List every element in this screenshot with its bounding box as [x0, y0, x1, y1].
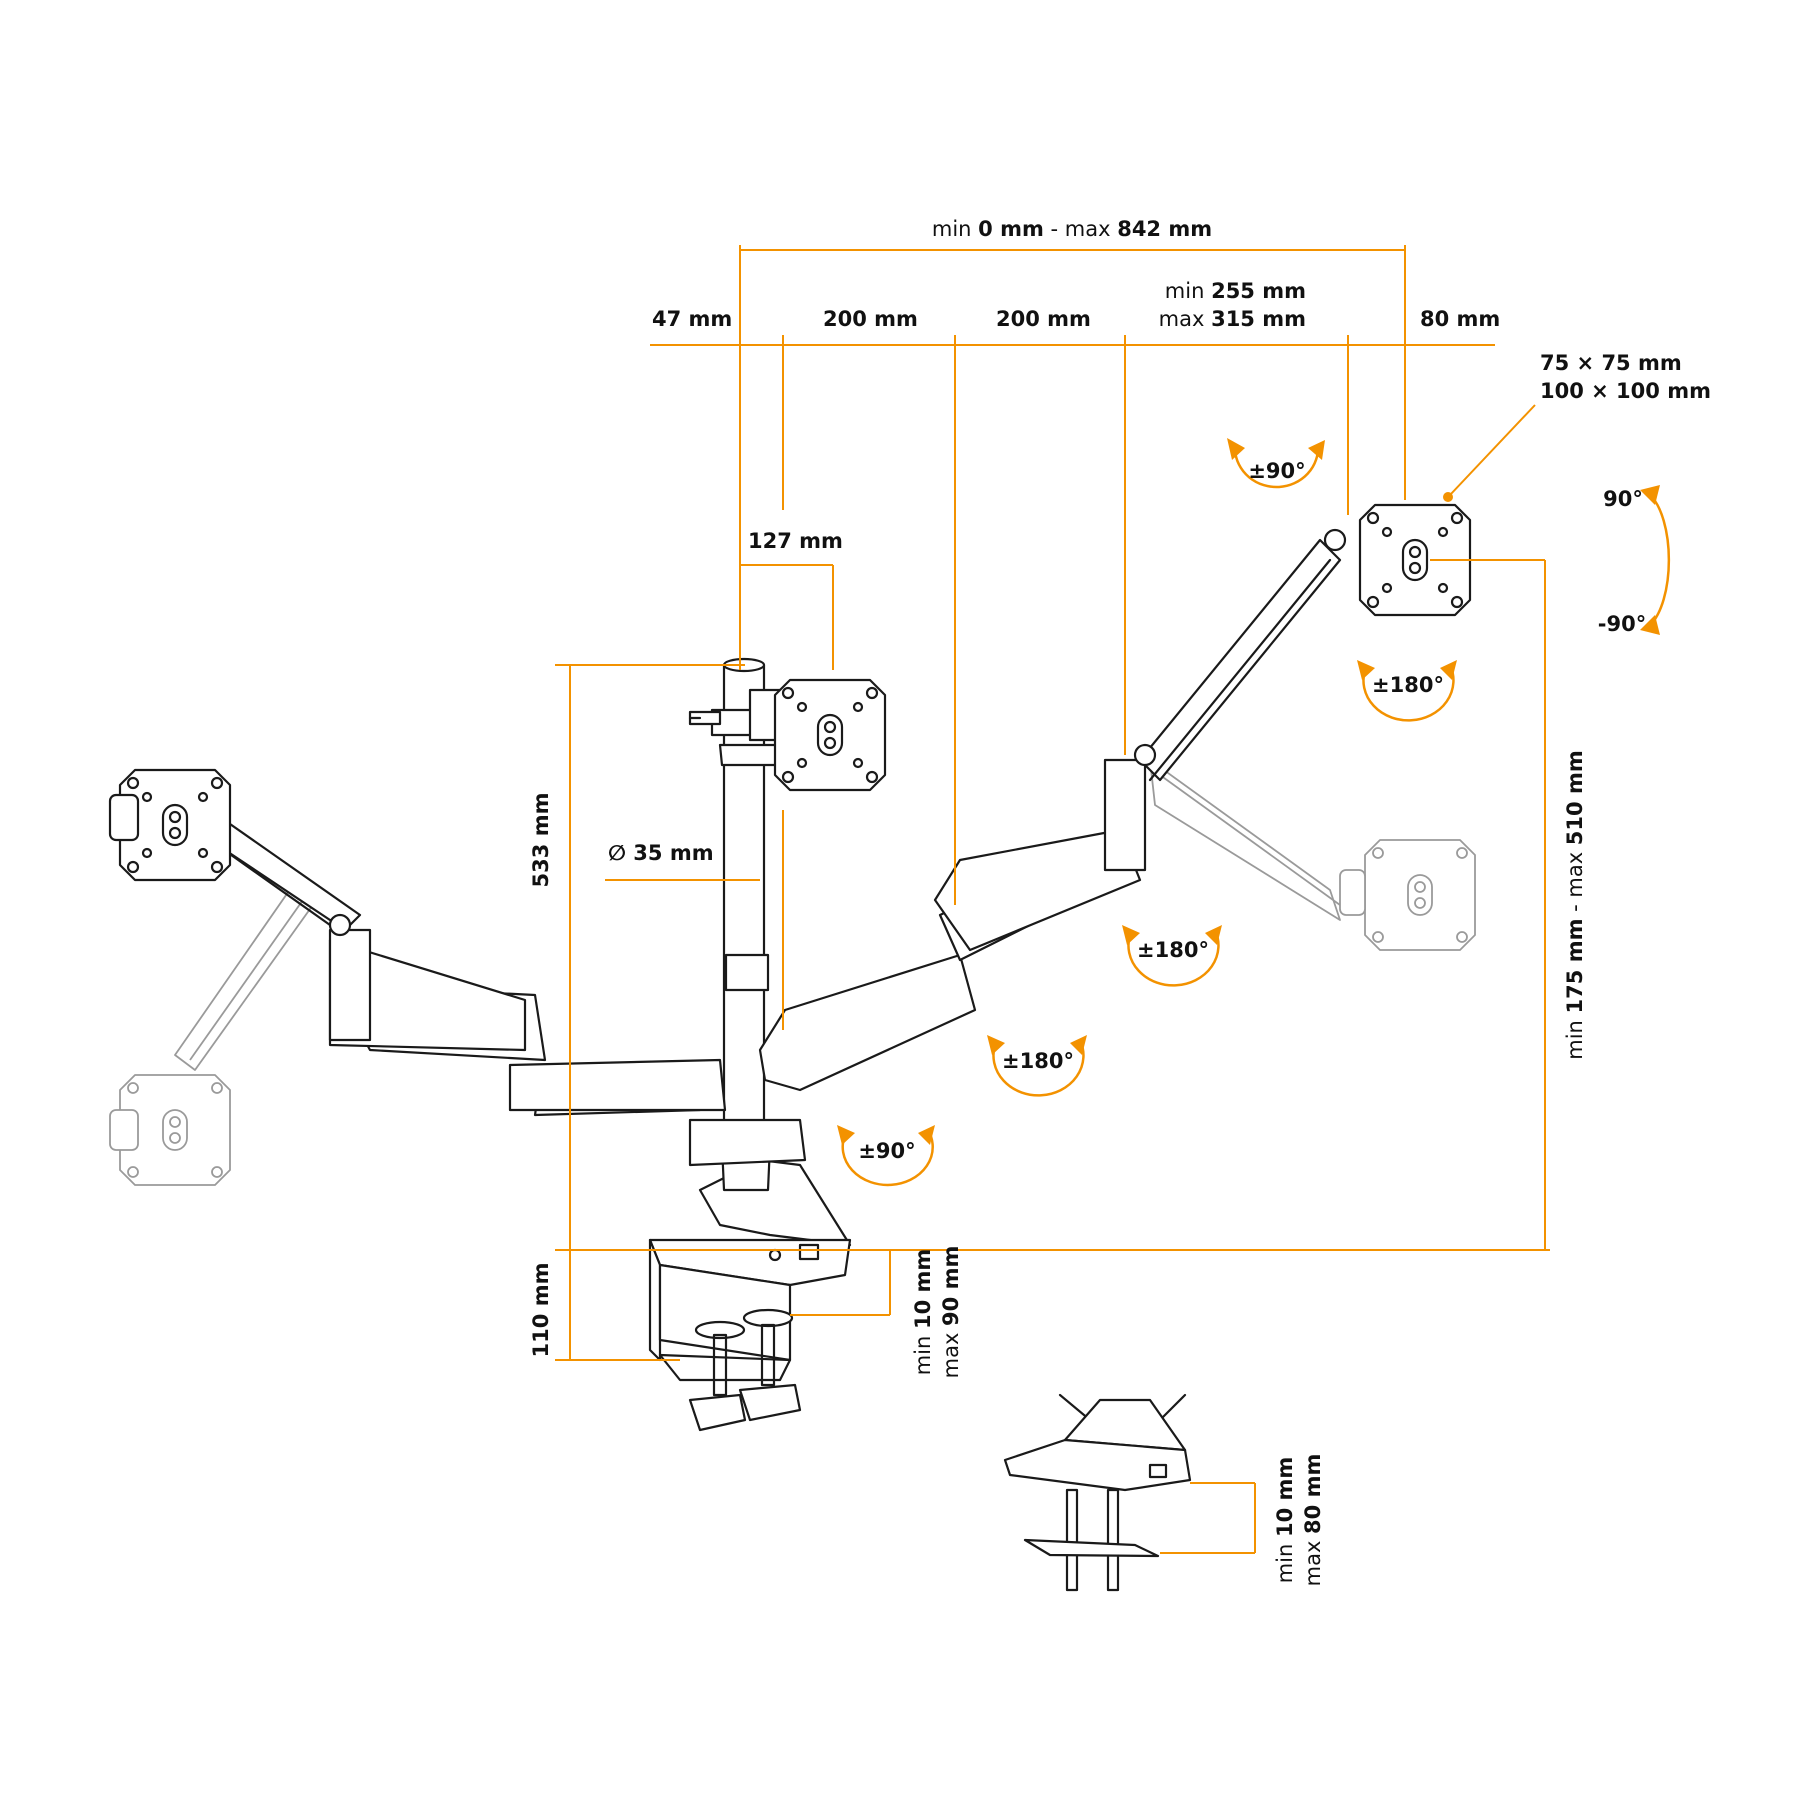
seg-80-label: 80 mm [1420, 307, 1500, 331]
right-arm-ghost-position [1149, 759, 1476, 951]
tilt-up-label: 90° [1603, 487, 1643, 511]
center-monitor-head [773, 678, 887, 792]
rotation-head-label: ±180° [1372, 673, 1444, 697]
rotation-top-label: ±90° [1248, 459, 1305, 483]
offset-127-label: 127 mm [748, 529, 843, 553]
vesa-size-line1: 75 × 75 mm [1540, 351, 1682, 375]
rotation-arrow-top [1227, 438, 1325, 489]
rotation-arrow-head [1357, 660, 1457, 722]
seg-var-min-label: min 255 mm [1165, 279, 1306, 303]
clamp-min-label: min 10 mm [911, 1249, 935, 1376]
grommet-mount-inset [1003, 1393, 1192, 1592]
seg-200-a-label: 200 mm [823, 307, 918, 331]
right-arm [758, 503, 1472, 1092]
rotation-forearm-label: ±180° [1137, 938, 1209, 962]
base-height-label: 110 mm [529, 1263, 553, 1358]
pole-height-label: 533 mm [529, 793, 553, 888]
rotation-base-label: ±90° [858, 1139, 915, 1163]
pole-diameter-label: ∅ 35 mm [608, 841, 714, 865]
rotation-arrow-tilt [1640, 485, 1671, 635]
seg-200-b-label: 200 mm [996, 307, 1091, 331]
grommet-min-label: min 10 mm [1273, 1457, 1297, 1584]
base-and-clamp [648, 1158, 852, 1432]
height-range-label: min 175 mm - max 510 mm [1563, 750, 1587, 1059]
clamp-max-label: max 90 mm [939, 1246, 963, 1379]
seg-var-max-label: max 315 mm [1159, 307, 1306, 331]
span-range-label: min 0 mm - max 842 mm [932, 217, 1212, 241]
dimension-lines [555, 245, 1550, 1361]
left-arm-ghost-position [109, 874, 321, 1186]
rotation-arrow-base [837, 1125, 935, 1187]
grommet-max-label: max 80 mm [1301, 1454, 1325, 1587]
rotation-arrow-arm [987, 1035, 1087, 1097]
rotation-arm-label: ±180° [1002, 1049, 1074, 1073]
vesa-size-line2: 100 × 100 mm [1540, 379, 1711, 403]
tilt-down-label: -90° [1598, 612, 1646, 636]
grommet-dimension-lines [1160, 1482, 1256, 1554]
left-arm [108, 768, 727, 1117]
seg-47-label: 47 mm [652, 307, 732, 331]
rotation-arrow-forearm [1122, 925, 1222, 987]
